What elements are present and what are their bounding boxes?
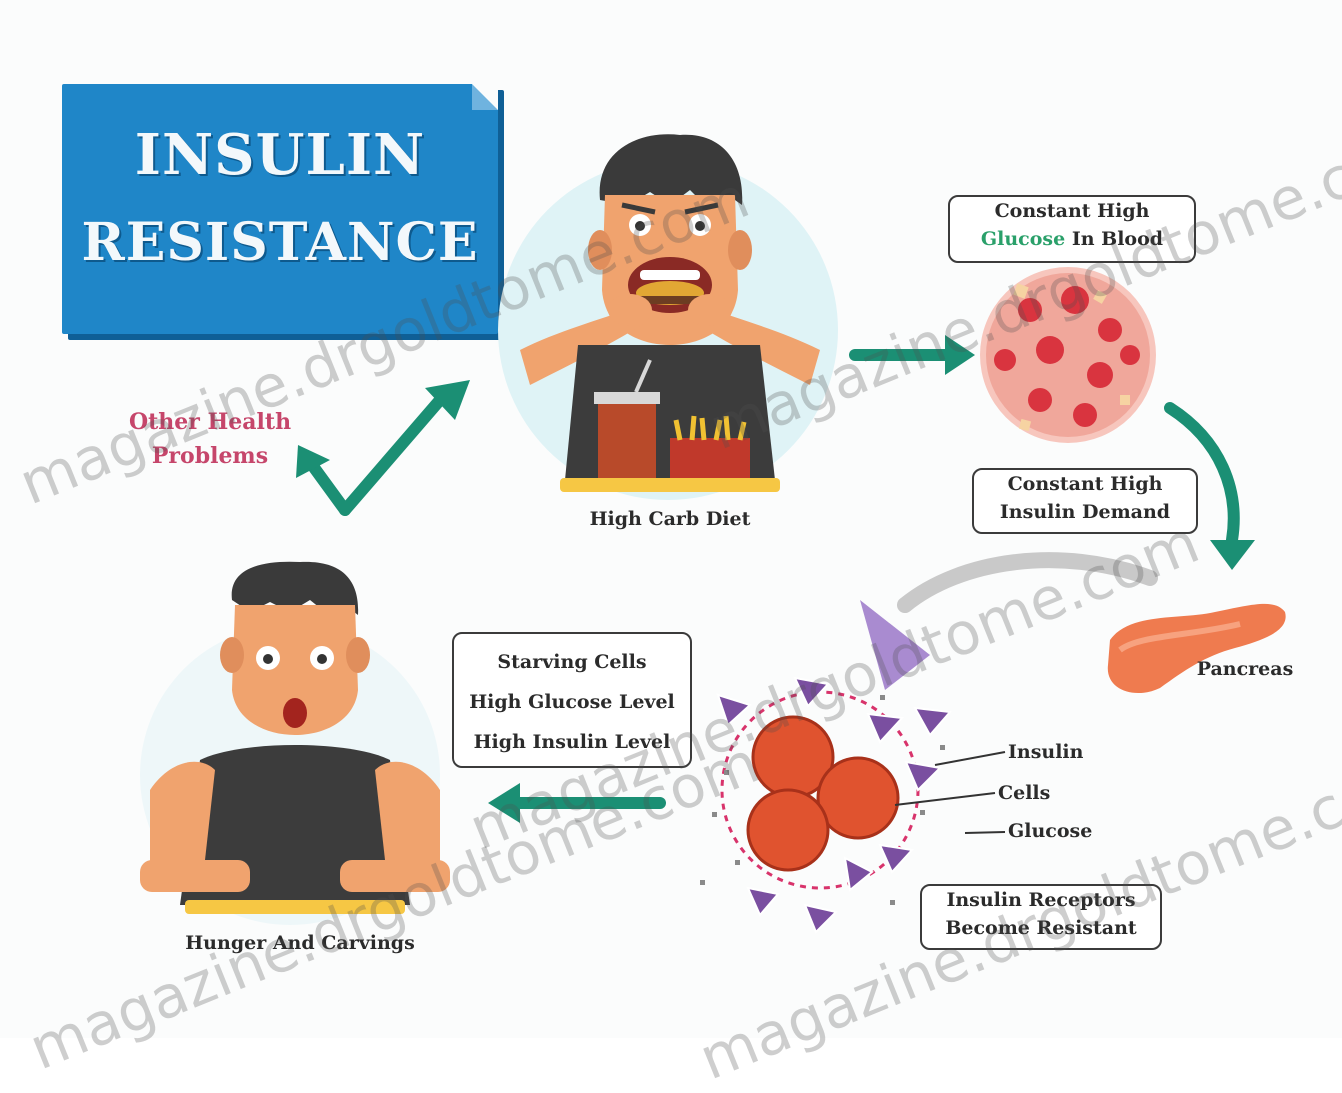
- pancreas-label: Pancreas: [1180, 658, 1310, 680]
- high-carb-label: High Carb Diet: [560, 508, 780, 530]
- high-glucose-line: High Glucose Level: [454, 682, 690, 722]
- insulin-demand-line-1: Constant High: [974, 470, 1196, 498]
- glucose-word: Glucose: [981, 228, 1065, 250]
- insulin-legend-label: Insulin: [1008, 741, 1083, 763]
- starving-cells-line: Starving Cells: [454, 642, 690, 682]
- glucose-legend-label: Glucose: [1008, 820, 1092, 842]
- cells-legend-label: Cells: [998, 782, 1050, 804]
